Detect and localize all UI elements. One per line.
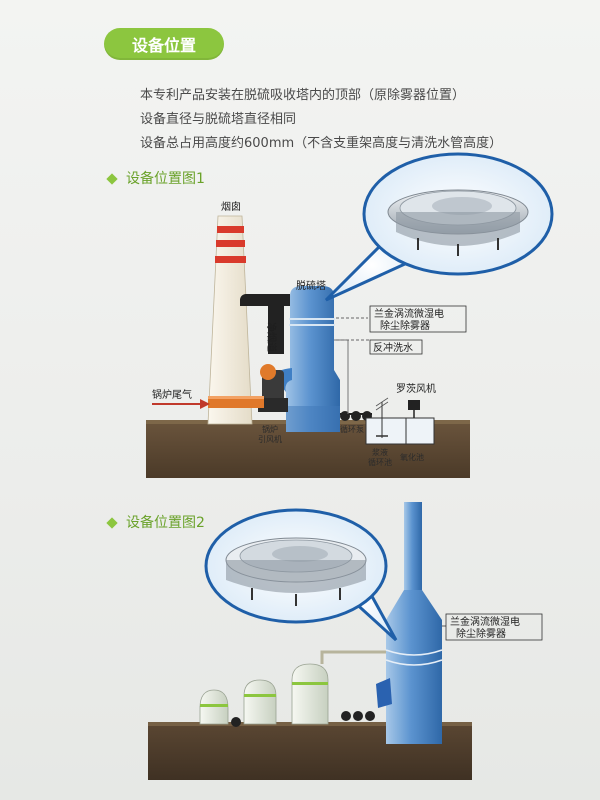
backwash-label: 反冲洗水 (373, 341, 413, 354)
device-zoom-callout-1 (324, 152, 554, 302)
induced-fan-label-1: 锅炉 (262, 424, 278, 434)
device-label-1: 兰金涡流微湿电 (374, 307, 444, 320)
oxidation-tanks (365, 397, 435, 445)
backwash-label-box (369, 339, 423, 355)
device2-label-2: 除尘除雾器 (456, 627, 506, 640)
intro-line-3: 设备总占用高度约600mm（不含支重架高度与清洗水管高度） (140, 136, 503, 151)
induced-fan-label-2: 引风机 (258, 434, 282, 444)
induced-fan (258, 364, 288, 412)
clean-duct-label-text: 净烟道 (265, 322, 278, 352)
chimney-label: 烟囱 (221, 200, 241, 213)
inlet-duct-2 (376, 678, 392, 708)
diagram1-title-text: 设备位置图1 (126, 171, 205, 187)
device-zoom-callout-2 (204, 508, 398, 642)
desulfurization-tower-1 (286, 286, 340, 432)
clean-flue-duct (240, 294, 290, 354)
storage-silos (199, 663, 329, 727)
backwash-pipe (336, 317, 370, 341)
circulation-pumps (334, 339, 372, 421)
intro-line-2: 设备直径与脱硫塔直径相同 (140, 112, 297, 127)
slurry-label-1: 浆液 (372, 447, 388, 457)
flue-arrow-icon (200, 399, 210, 409)
clean-duct-label-group: 净烟道 (265, 322, 278, 352)
device-label-box-2 (445, 613, 543, 641)
circ-pump-label: 循环泵 (340, 424, 364, 434)
pumps-2 (341, 711, 375, 721)
diagram1-title: 设备位置图1 (106, 168, 205, 188)
diagram2-title: 设备位置图2 (106, 512, 205, 532)
slurry-label-2: 循环池 (368, 457, 392, 467)
boiler-gas-label: 锅炉尾气 (152, 388, 192, 401)
boiler-flue-duct (208, 396, 264, 408)
roots-fan-label: 罗茨风机 (396, 382, 436, 395)
chimney (207, 215, 253, 425)
section-title-badge: 设备位置 (104, 28, 224, 60)
device-label-2: 除尘除雾器 (380, 319, 430, 332)
oxidation-label: 氧化池 (400, 452, 424, 462)
diagram2-title-text: 设备位置图2 (126, 515, 205, 531)
roots-fan (408, 400, 420, 418)
device-label-box (369, 305, 467, 333)
tower-label: 脱硫塔 (296, 279, 326, 292)
desulfurization-tower-2 (376, 502, 443, 744)
intro-line-1: 本专利产品安装在脱硫吸收塔内的顶部（原除雾器位置） (140, 88, 466, 103)
device2-label-1: 兰金涡流微湿电 (450, 615, 520, 628)
